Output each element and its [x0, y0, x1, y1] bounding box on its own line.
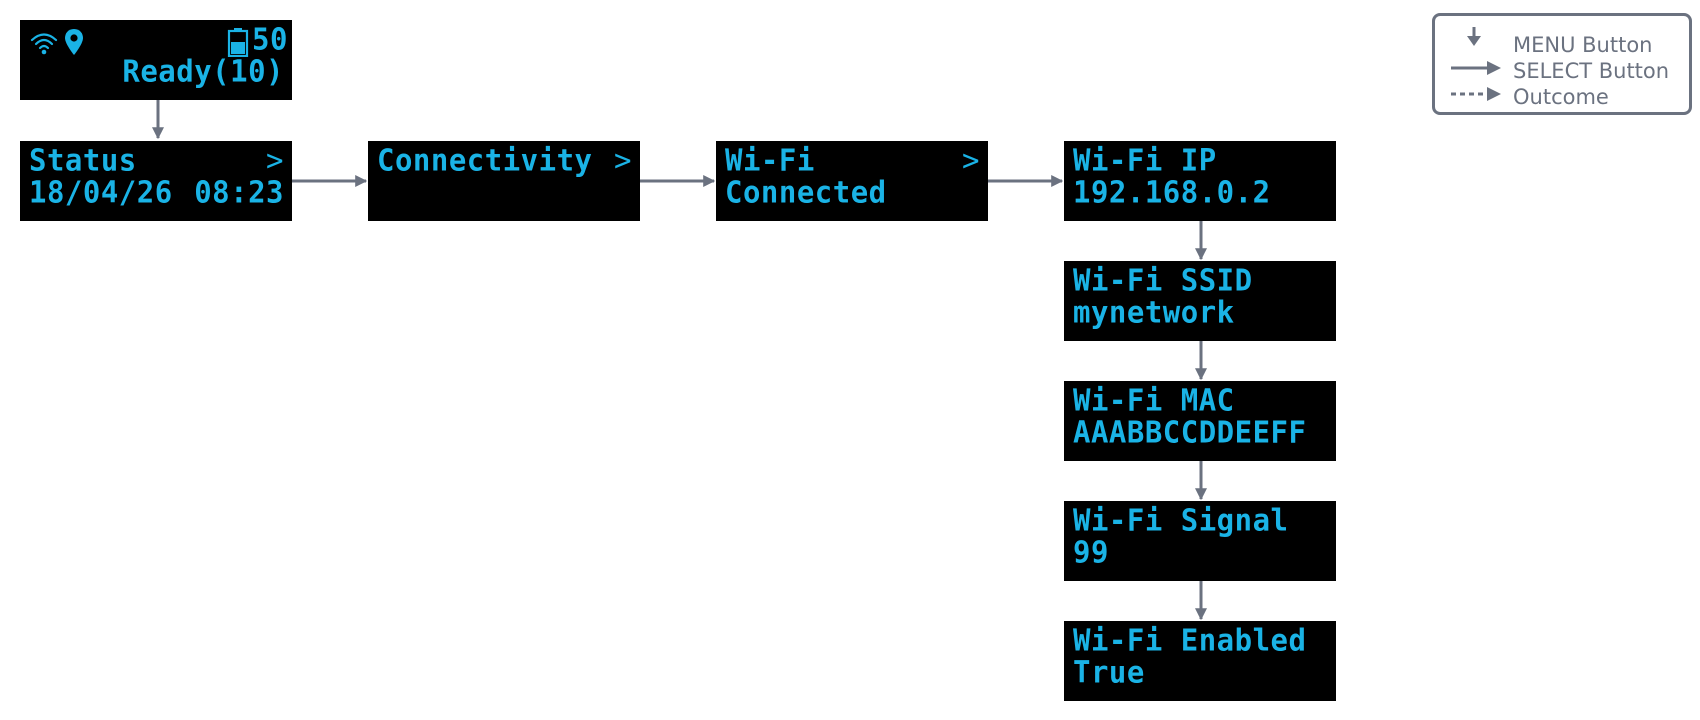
legend-row-outcome: Outcome [1435, 84, 1689, 110]
chevron-right-icon: > [614, 142, 632, 178]
wifi-title: Wi-Fi [725, 142, 815, 178]
status-date: 18/04/26 [29, 174, 173, 210]
status-title: Status [29, 142, 137, 178]
wifi-screen: Wi-Fi > Connected [716, 141, 988, 221]
wifi-ip-value: 192.168.0.2 [1073, 174, 1271, 210]
battery-level: 50 [252, 21, 288, 57]
status-screen: Status > 18/04/26 08:23 [20, 141, 292, 221]
legend-outcome-label: Outcome [1513, 85, 1609, 109]
legend-row-menu: MENU Button [1435, 27, 1689, 58]
outcome-arrow-icon [1451, 87, 1501, 101]
connectivity-title: Connectivity [377, 142, 593, 178]
wifi-mac-value: AAABBCCDDEEFF [1073, 414, 1307, 450]
chevron-right-icon: > [962, 142, 980, 178]
wifi-mac-screen: Wi-Fi MAC AAABBCCDDEEFF [1064, 381, 1336, 461]
wifi-ip-screen: Wi-Fi IP 192.168.0.2 [1064, 141, 1336, 221]
wifi-ip-title: Wi-Fi IP [1073, 142, 1217, 178]
legend-menu-label: MENU Button [1513, 33, 1653, 57]
status-time: 08:23 [194, 174, 284, 210]
wifi-ssid-title: Wi-Fi SSID [1073, 262, 1253, 298]
wifi-status-value: Connected [725, 174, 887, 210]
wifi-ssid-screen: Wi-Fi SSID mynetwork [1064, 261, 1336, 341]
wifi-enabled-title: Wi-Fi Enabled [1073, 622, 1307, 658]
legend-select-label: SELECT Button [1513, 59, 1670, 83]
wifi-signal-title: Wi-Fi Signal [1073, 502, 1289, 538]
location-pin-icon [64, 28, 84, 60]
wifi-icon [29, 29, 59, 61]
menu-arrow-icon [1467, 27, 1481, 46]
select-arrow-icon [1451, 61, 1501, 75]
wifi-signal-value: 99 [1073, 534, 1109, 570]
battery-icon [227, 27, 249, 61]
device-state: Ready(10) [122, 53, 284, 89]
legend-row-select: SELECT Button [1435, 58, 1689, 84]
chevron-right-icon: > [266, 142, 284, 178]
wifi-signal-screen: Wi-Fi Signal 99 [1064, 501, 1336, 581]
wifi-enabled-screen: Wi-Fi Enabled True [1064, 621, 1336, 701]
legend: MENU Button SELECT Button Outcome [1432, 13, 1692, 115]
wifi-mac-title: Wi-Fi MAC [1073, 382, 1235, 418]
home-screen: 50 Ready(10) [20, 20, 292, 100]
wifi-ssid-value: mynetwork [1073, 294, 1235, 330]
connectivity-screen: Connectivity > [368, 141, 640, 221]
wifi-enabled-value: True [1073, 654, 1145, 690]
